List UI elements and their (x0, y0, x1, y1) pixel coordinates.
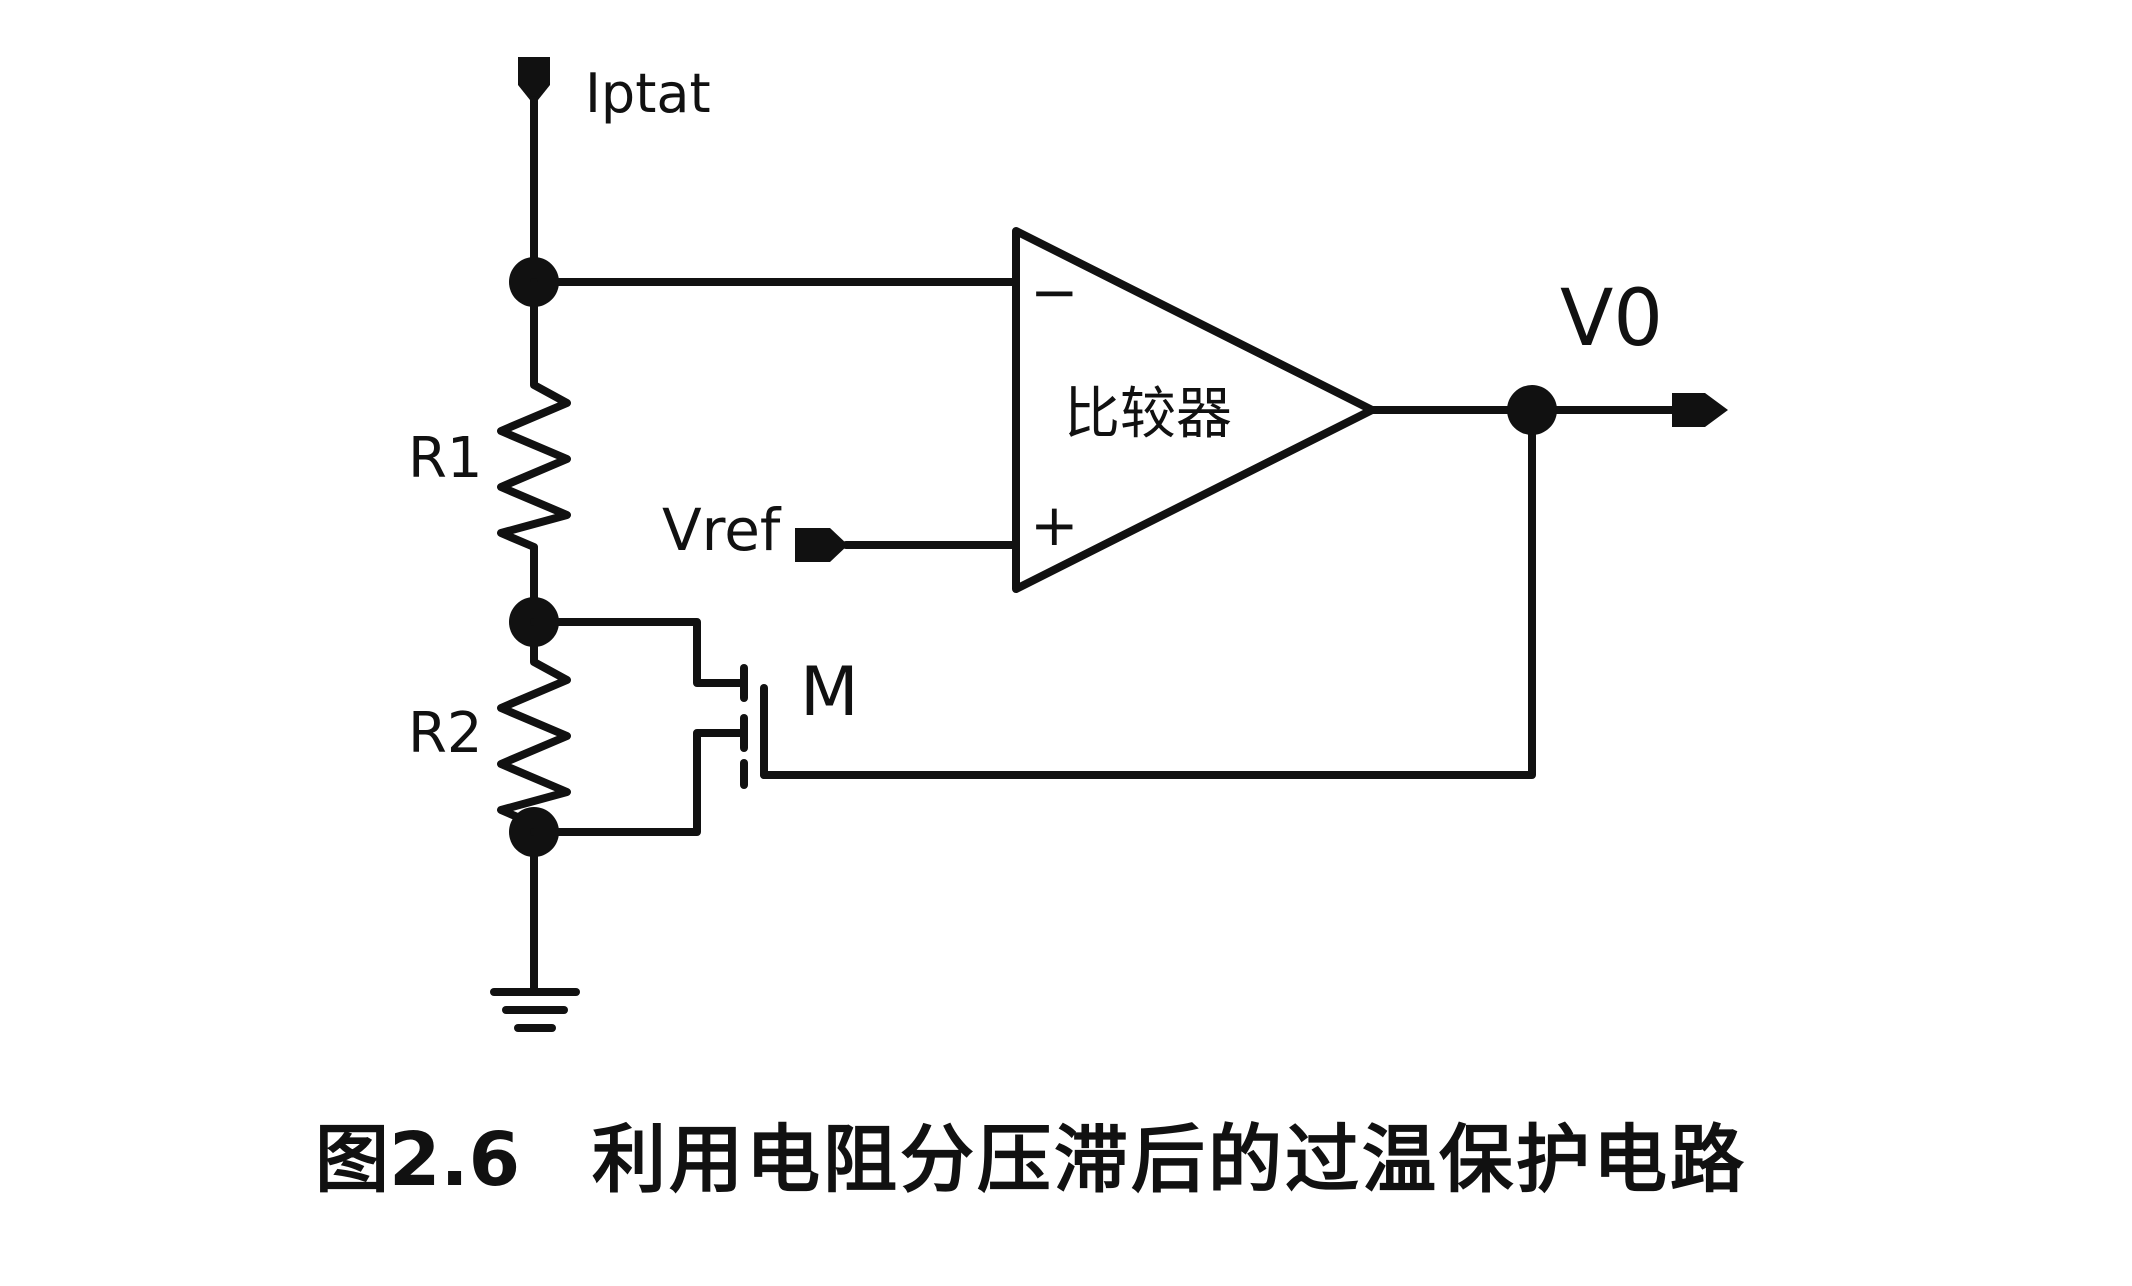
output-pin (1672, 393, 1728, 427)
iptat-pin (518, 57, 550, 105)
comparator (1012, 227, 1376, 593)
resistor-r2 (497, 618, 571, 836)
r2-label: R2 (408, 701, 483, 766)
plus-sign: + (1030, 491, 1079, 559)
ground-icon (490, 988, 580, 1032)
transistor-m (530, 408, 1536, 836)
resistor-r1 (497, 278, 571, 626)
minus-sign: − (1030, 258, 1079, 326)
comparator-label: 比较器 (1064, 382, 1232, 447)
figure-number: 图2.6 (315, 1117, 520, 1203)
iptat-label: Iptat (585, 62, 711, 125)
node-output (1507, 385, 1557, 435)
output-label: V0 (1560, 274, 1663, 364)
r1-label: R1 (408, 426, 483, 491)
transistor-label: M (800, 653, 859, 732)
figure-title: 利用电阻分压滞后的过温保护电路 (592, 1117, 1747, 1203)
vref-pin (795, 528, 848, 562)
vref-label: Vref (662, 496, 782, 564)
